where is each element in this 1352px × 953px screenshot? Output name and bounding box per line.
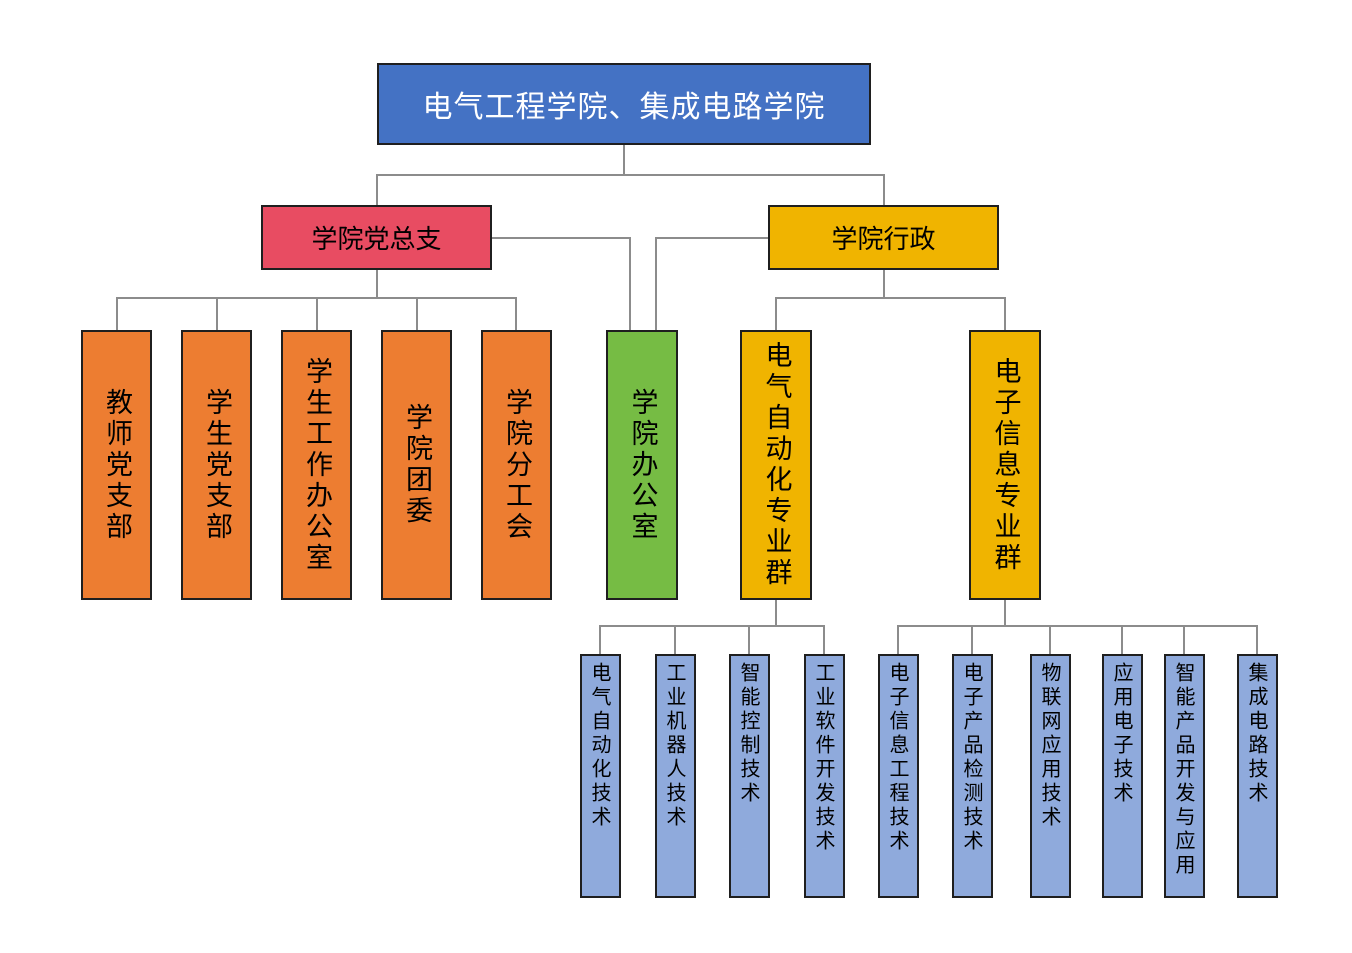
party-unit-node: 教师党支部: [81, 330, 152, 600]
major-label: 集成电路技术: [1245, 662, 1269, 806]
party-unit-label: 学院团委: [401, 403, 432, 527]
major-label: 物联网应用技术: [1038, 662, 1062, 830]
party-unit-label: 学生工作办公室: [301, 356, 332, 574]
party-branch-title: 学院党总支: [311, 225, 442, 255]
major-label: 电子信息工程技术: [886, 662, 910, 854]
major-node: 电气自动化技术: [580, 654, 621, 898]
major-node: 物联网应用技术: [1030, 654, 1071, 898]
party-unit-node: 学生工作办公室: [281, 330, 352, 600]
major-label: 工业软件开发技术: [812, 662, 836, 854]
major-label: 电子产品检测技术: [960, 662, 984, 854]
connector-party-office: [492, 237, 631, 330]
party-unit-node: 学院分工会: [481, 330, 552, 600]
admin-node: 学院行政: [768, 205, 999, 270]
major-node: 集成电路技术: [1237, 654, 1278, 898]
group-title: 电子信息专业群: [989, 356, 1021, 574]
group-title: 电气自动化专业群: [760, 341, 792, 589]
major-label: 应用电子技术: [1110, 662, 1134, 806]
admin-title: 学院行政: [831, 225, 936, 255]
party-branch-node: 学院党总支: [261, 205, 492, 270]
major-label: 电气自动化技术: [588, 662, 612, 830]
connector-party-units: [116, 297, 517, 330]
party-unit-label: 学生党支部: [201, 387, 232, 543]
connector-admin-groups: [775, 297, 1006, 330]
party-unit-node: 学生党支部: [181, 330, 252, 600]
group-node-electrical: 电气自动化专业群: [740, 330, 812, 600]
major-node: 智能控制技术: [729, 654, 770, 898]
major-node: 电子信息工程技术: [878, 654, 919, 898]
connector-admin-office: [655, 237, 768, 330]
major-node: 电子产品检测技术: [952, 654, 993, 898]
major-node: 应用电子技术: [1102, 654, 1143, 898]
major-node: 智能产品开发与应用: [1164, 654, 1205, 898]
party-unit-label: 教师党支部: [101, 387, 132, 543]
party-unit-node: 学院团委: [381, 330, 452, 600]
major-node: 工业机器人技术: [655, 654, 696, 898]
office-title: 学院办公室: [626, 387, 658, 543]
root-title: 电气工程学院、集成电路学院: [422, 90, 826, 125]
connector-group1-majors: [599, 625, 825, 654]
major-label: 工业机器人技术: [663, 662, 687, 830]
root-node: 电气工程学院、集成电路学院: [377, 63, 871, 145]
group-node-electronic: 电子信息专业群: [969, 330, 1041, 600]
major-label: 智能产品开发与应用: [1172, 662, 1196, 878]
major-node: 工业软件开发技术: [804, 654, 845, 898]
connector-group2-majors: [897, 625, 1258, 654]
party-unit-label: 学院分工会: [501, 387, 532, 543]
office-node: 学院办公室: [606, 330, 678, 600]
major-label: 智能控制技术: [737, 662, 761, 806]
connector-root-branch: [376, 174, 885, 205]
